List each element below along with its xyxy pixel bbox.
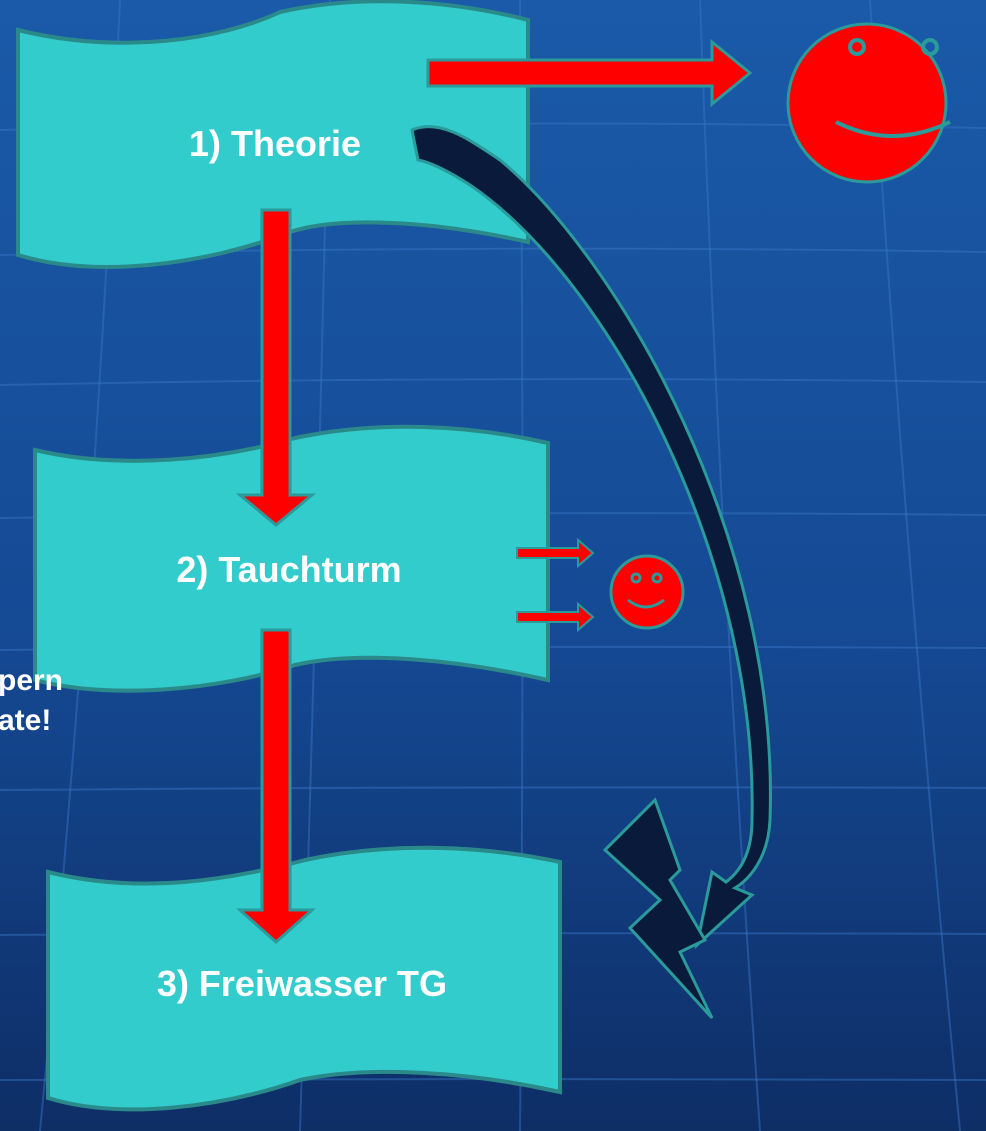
smiley-large-icon [786, 22, 951, 184]
arrow-step2-to-step3 [236, 628, 316, 945]
step-label-3: 3) Freiwasser TG [157, 963, 447, 1004]
step-box-1 [16, 0, 530, 269]
side-text-line-2: ate! [0, 704, 51, 737]
curved-arrow-skip [410, 125, 772, 950]
arrow-to-small-smiley-lower [516, 601, 595, 633]
side-text-line-1: pern [0, 664, 63, 697]
step-label-2: 2) Tauchturm [176, 549, 401, 590]
smiley-small-icon [609, 554, 685, 630]
step-label-1: 1) Theorie [189, 123, 361, 164]
step-box-2 [33, 424, 550, 693]
arrow-step1-to-step2 [235, 208, 317, 527]
arrow-to-small-smiley-upper [516, 537, 595, 569]
step-box-3 [46, 845, 562, 1112]
lightning-icon [602, 797, 714, 1020]
arrow-to-large-smiley [426, 38, 753, 108]
